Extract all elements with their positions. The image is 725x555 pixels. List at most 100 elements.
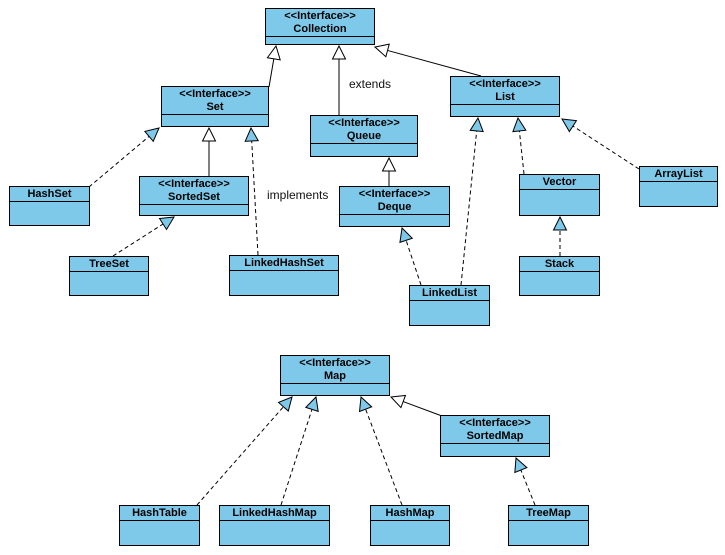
edge-line-linkedhashset-set [251,140,259,256]
node-stack-body [520,272,599,295]
node-hashset-name: HashSet [27,188,72,200]
edge-stack-vector [552,215,568,256]
arrowhead-linkedlist-deque [399,226,414,244]
node-list: <<Interface>> List [450,76,560,117]
node-sortedmap-body [441,444,549,456]
node-deque-name: Deque [377,201,412,213]
node-queue-body [311,144,417,156]
node-set-stereotype: <<Interface>> [179,88,251,100]
node-deque-body [340,215,449,226]
arrowhead-linkedhashset-set [244,126,260,142]
node-deque-stereotype: <<Interface>> [358,188,431,200]
node-linkedlist-name: LinkedList [421,287,477,299]
node-treemap: TreeMap [508,505,589,546]
node-treeset-body [70,272,148,295]
edge-linkedhashmap-map [280,395,319,506]
edge-line-linkedlist-list [460,130,478,286]
edge-line-set-collection [268,58,275,88]
node-vector: Vector [519,174,600,216]
edge-label-implements: implements [267,188,329,202]
node-list-header: <<Interface>> List [451,77,559,105]
edge-line-linkedlist-deque [405,240,422,286]
arrowhead-hashtable-map [277,396,293,412]
node-sortedset-stereotype: <<Interface>> [158,178,230,190]
node-set-body [162,115,268,126]
node-treemap-name: TreeMap [526,507,571,519]
node-collection-stereotype: <<Interface>> [284,10,356,22]
node-stack: Stack [519,256,600,296]
node-treeset-name: TreeSet [89,258,129,270]
node-hashmap: HashMap [370,505,450,546]
node-linkedlist: LinkedList [409,285,490,326]
node-queue: <<Interface>> Queue [310,115,418,157]
node-hashmap-name: HashMap [385,507,435,519]
node-linkedhashset-body [230,271,338,295]
arrowhead-hashset-set [143,127,160,143]
node-sortedmap-header: <<Interface>> SortedMap [441,416,549,444]
edge-line-list-collection [387,49,482,77]
edge-linkedlist-list [460,116,484,286]
arrowhead-sortedmap-map [389,394,407,409]
edge-sortedset-set [201,126,217,176]
node-list-body [451,105,559,116]
node-treeset: TreeSet [69,256,149,296]
node-collection: <<Interface>> Collection [265,8,375,45]
edge-hashtable-map [196,396,293,506]
arrowhead-treeset-sortedset [158,216,175,231]
arrowhead-linkedhashmap-map [304,395,319,413]
edge-treeset-sortedset [112,216,175,257]
node-hashtable-body [120,521,199,545]
edge-treemap-sortedmap [514,456,536,506]
edge-label-extends: extends [349,77,392,91]
edge-line-hashtable-map [196,406,284,506]
edge-queue-collection [331,44,347,115]
node-set: <<Interface>> Set [161,86,269,127]
node-queue-header: <<Interface>> Queue [311,116,417,144]
edge-line-linkedhashmap-map [280,409,313,506]
arrowhead-stack-vector [552,215,568,231]
node-arraylist-name: ArrayList [654,168,703,180]
node-hashtable: HashTable [119,505,200,546]
edge-line-arraylist-list [572,125,640,170]
node-arraylist: ArrayList [639,166,718,207]
node-sortedmap-name: SortedMap [466,430,524,442]
node-deque-header: <<Interface>> Deque [340,187,449,215]
node-linkedlist-body [410,301,489,325]
node-set-header: <<Interface>> Set [162,87,268,115]
node-stack-name: Stack [544,258,575,270]
node-linkedhashset: LinkedHashSet [229,255,339,296]
node-collection-body [266,37,374,44]
edge-line-vector-list [518,130,525,175]
edge-deque-queue [381,156,397,186]
edge-vector-list [512,116,527,175]
node-treemap-body [509,521,588,545]
node-sortedset-body [140,205,248,215]
node-map-body [281,384,389,395]
edge-line-hashmap-map [365,408,403,506]
arrowhead-treemap-sortedmap [514,456,528,474]
node-hashtable-name: HashTable [132,507,187,519]
node-sortedmap: <<Interface>> SortedMap [440,415,550,457]
node-collection-header: <<Interface>> Collection [266,9,374,37]
edge-list-collection [373,43,482,77]
node-hashmap-body [371,521,449,545]
arrowhead-sortedset-set [201,126,217,142]
arrowhead-arraylist-list [561,118,578,133]
edge-sortedmap-map [389,394,443,417]
node-collection-name: Collection [293,23,347,35]
edge-line-treemap-sortedmap [520,469,536,506]
node-linkedhashmap-name: LinkedHashMap [232,507,317,519]
node-sortedmap-stereotype: <<Interface>> [459,417,531,429]
edge-linkedhashset-set [244,126,260,256]
edge-line-hashset-set [88,135,150,188]
node-set-name: Set [206,101,224,113]
node-sortedset-header: <<Interface>> SortedSet [140,177,248,205]
edge-set-collection [266,44,281,88]
arrowhead-deque-queue [381,156,397,172]
edge-arraylist-list [561,118,640,170]
node-map: <<Interface>> Map [280,355,390,396]
arrowhead-list-collection [373,43,390,58]
arrowhead-queue-collection [331,44,347,60]
